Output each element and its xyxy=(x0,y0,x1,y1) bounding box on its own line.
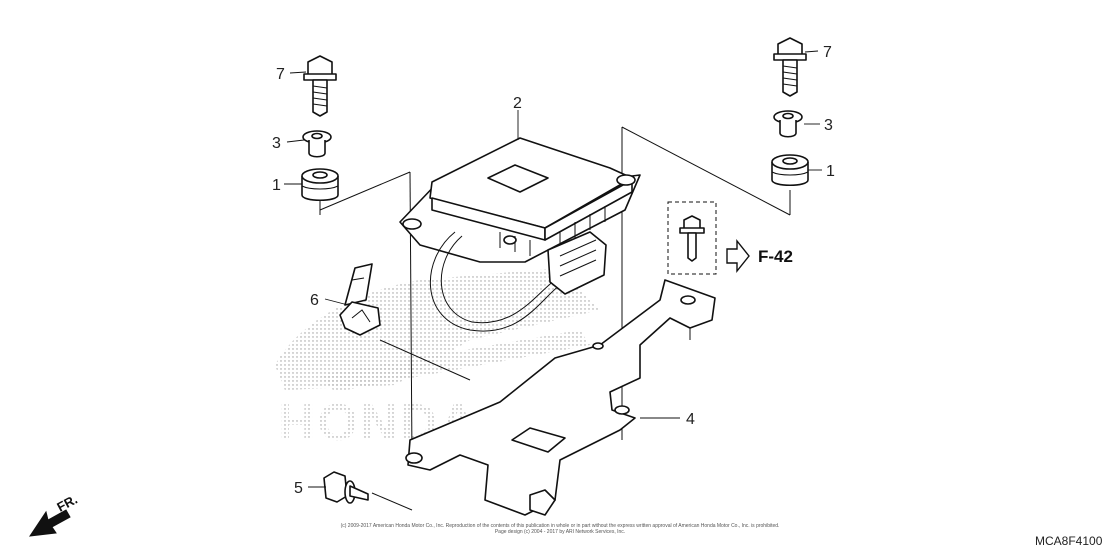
honda-wing-watermark: HONDA xyxy=(275,268,600,452)
callout-clip[interactable]: 6 xyxy=(310,292,319,309)
callout-control-unit[interactable]: 2 xyxy=(513,95,522,112)
callout-collar-right[interactable]: 3 xyxy=(824,117,833,134)
reference-bolt xyxy=(667,201,717,275)
bolt-right xyxy=(773,37,807,97)
callout-bolt-left[interactable]: 7 xyxy=(276,66,285,83)
bolt-left xyxy=(303,55,337,117)
callout-bolt-right[interactable]: 7 xyxy=(823,44,832,61)
reference-arrow-icon xyxy=(726,239,750,273)
front-direction-mark: FR. xyxy=(28,492,80,537)
collar-right xyxy=(773,110,803,138)
grommet-right xyxy=(771,154,809,187)
callout-stay[interactable]: 4 xyxy=(686,411,695,428)
control-unit xyxy=(399,137,641,332)
front-label: FR. xyxy=(54,492,80,515)
leader-lines xyxy=(284,50,822,488)
copyright-line-1: (c) 2009-2017 American Honda Motor Co., … xyxy=(341,523,780,529)
stay-bracket xyxy=(405,279,716,516)
callout-grommet-right[interactable]: 1 xyxy=(826,163,835,180)
callout-grommet-left[interactable]: 1 xyxy=(272,177,281,194)
diagram-code: MCA8F4100 xyxy=(1035,534,1103,548)
grommet-left xyxy=(301,168,339,202)
callout-flange-bolt[interactable]: 5 xyxy=(294,480,303,497)
flange-bolt xyxy=(323,471,369,504)
callout-collar-left[interactable]: 3 xyxy=(272,135,281,152)
reference-link-f42[interactable]: F-42 xyxy=(758,247,793,266)
collar-left xyxy=(302,130,332,158)
front-arrow-icon xyxy=(28,509,71,537)
clip-part xyxy=(339,263,381,336)
copyright-line-2: Page design (c) 2004 - 2017 by ARI Netwo… xyxy=(495,529,625,535)
